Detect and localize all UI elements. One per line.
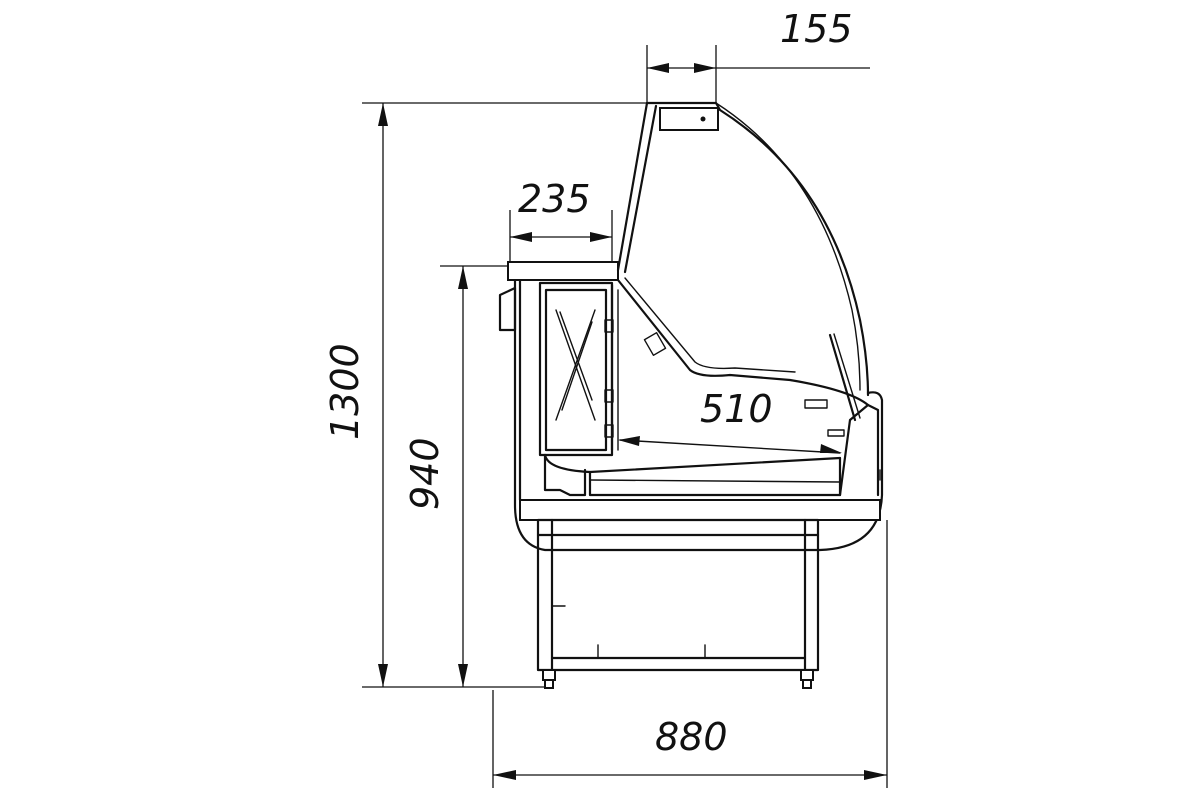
arrow-head	[647, 63, 669, 73]
arrow-head	[618, 436, 640, 446]
dimension-counter-depth: 235	[509, 177, 613, 262]
stand-foot	[542, 669, 556, 681]
front-clip	[827, 429, 845, 437]
dimension-label-155: 155	[780, 7, 853, 51]
front-curved-glass	[645, 101, 870, 397]
arrow-head	[458, 266, 468, 289]
clip	[604, 424, 614, 438]
rear-glass	[616, 101, 649, 272]
canopy-screw	[700, 116, 706, 122]
arrow-head	[378, 664, 388, 687]
stand-frame	[536, 518, 820, 672]
stand-foot-pad	[802, 679, 812, 689]
dimension-label-940: 940	[403, 437, 447, 510]
stand	[536, 518, 820, 689]
dimension-label-510: 510	[700, 387, 773, 431]
arrow-head	[378, 103, 388, 126]
deck-front	[588, 456, 842, 497]
front-curved-glass-inner	[715, 102, 861, 391]
clip	[604, 319, 614, 333]
arrow-head	[864, 770, 887, 780]
stand-foot	[800, 669, 814, 681]
evaporator-cross	[555, 309, 596, 421]
front-glass-lower-edge	[833, 333, 861, 419]
front-clip	[804, 399, 828, 409]
arrow-head	[510, 232, 532, 242]
dimension-total-depth: 880	[492, 520, 888, 788]
evaporator-cross	[561, 321, 593, 411]
rear-glass-edge	[623, 104, 658, 274]
dimension-label-235: 235	[518, 177, 591, 221]
drain-tray	[543, 453, 587, 497]
rear-handle	[498, 286, 517, 332]
inner-liner-edge	[624, 277, 796, 373]
front-glass-lower	[828, 333, 857, 422]
evaporator-cross	[559, 311, 593, 401]
arrow-head	[590, 232, 612, 242]
deck-tray	[543, 453, 842, 474]
dimension-total-height: 1300	[323, 102, 650, 688]
front-wall	[838, 403, 880, 497]
deck-line	[589, 479, 841, 483]
liner-clip	[643, 332, 667, 356]
arrow-head	[694, 63, 716, 73]
arrow-head	[493, 770, 516, 780]
stand-foot-pad	[544, 679, 554, 689]
cabinet: 510	[498, 261, 884, 552]
rear-counter-top	[507, 261, 619, 281]
arrow-head	[820, 444, 842, 453]
cabinet-outer-shell	[513, 278, 884, 552]
dimension-label-1300: 1300	[323, 343, 367, 440]
clip	[604, 389, 614, 403]
shelf-depth-line	[619, 439, 841, 454]
base-plinth	[519, 499, 881, 521]
light-canopy	[659, 107, 719, 131]
curved-glass	[616, 101, 870, 397]
dimension-top-offset: 155	[646, 7, 870, 103]
arrow-head	[458, 664, 468, 687]
dimension-counter-height: 940	[403, 265, 508, 687]
evaporator-panel	[544, 288, 608, 452]
dimension-label-880: 880	[655, 715, 728, 759]
